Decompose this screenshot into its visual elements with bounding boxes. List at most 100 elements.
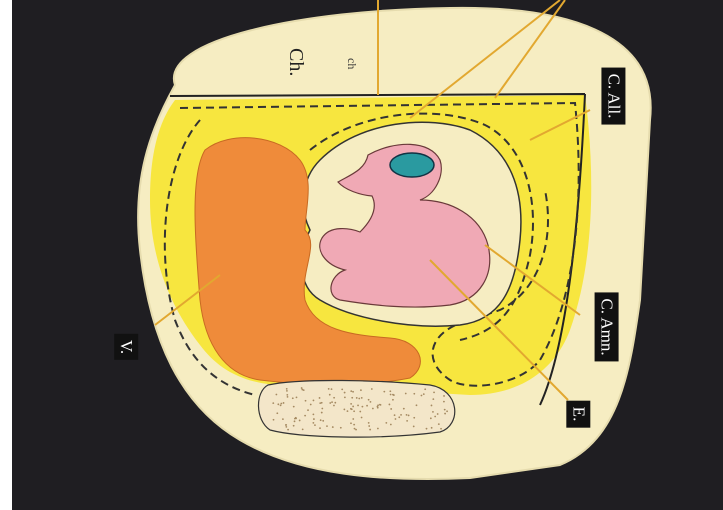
speckle-dot [332, 426, 334, 428]
label-chorion-small: ch [345, 58, 359, 69]
speckle-dot [371, 388, 373, 390]
speckle-dot [379, 404, 381, 406]
speckle-dot [357, 405, 359, 407]
speckle-dot [293, 406, 295, 408]
speckle-dot [408, 415, 410, 417]
speckle-dot [331, 388, 333, 390]
speckle-dot [333, 397, 335, 399]
speckle-dot [377, 428, 379, 430]
speckle-dot [368, 425, 370, 427]
speckle-dot [398, 416, 400, 418]
speckle-dot [352, 391, 354, 393]
speckle-dot [438, 423, 440, 425]
speckle-dot [314, 424, 316, 426]
speckle-dot [328, 388, 330, 390]
speckle-dot [294, 420, 296, 422]
speckle-dot [440, 428, 442, 430]
speckle-dot [432, 411, 434, 413]
left-margin [0, 0, 12, 510]
speckle-dot [292, 397, 294, 399]
speckle-dot [301, 387, 303, 389]
speckle-dot [312, 422, 314, 424]
speckle-dot [392, 399, 394, 401]
speckle-dot [286, 394, 288, 396]
speckle-dot [280, 403, 282, 405]
speckle-dot [434, 416, 436, 418]
speckle-dot [446, 410, 448, 412]
speckle-dot [331, 401, 333, 403]
speckle-dot [362, 406, 364, 408]
speckle-dot [352, 406, 354, 408]
speckle-dot [433, 392, 435, 394]
speckle-dot [426, 428, 428, 430]
speckle-dot [377, 407, 379, 409]
speckle-dot [358, 398, 360, 400]
speckle-dot [286, 390, 288, 392]
label-allantoic-cavity: C. All. [601, 68, 625, 125]
speckle-dot [286, 388, 288, 390]
speckle-dot [361, 417, 363, 419]
speckle-dot [344, 392, 346, 394]
speckle-dot [344, 396, 346, 398]
speckle-dot [390, 424, 392, 426]
speckle-dot [444, 413, 446, 415]
speckle-dot [351, 397, 353, 399]
label-amniotic-cavity-box: C. Amn. [595, 292, 619, 361]
speckle-dot [321, 408, 323, 410]
speckle-dot [310, 404, 312, 406]
speckle-dot [295, 417, 297, 419]
speckle-dot [352, 418, 354, 420]
speckle-dot [421, 395, 423, 397]
speckle-dot [372, 408, 374, 410]
speckle-dot [393, 394, 395, 396]
speckle-dot [359, 411, 361, 413]
speckle-dot [282, 418, 284, 420]
speckle-dot [285, 426, 287, 428]
speckle-dot [321, 412, 323, 414]
speckle-dot [361, 397, 363, 399]
speckle-dot [334, 402, 336, 404]
speckle-dot [287, 429, 289, 431]
speckle-dot [366, 405, 368, 407]
speckle-dot [355, 429, 357, 431]
speckle-dot [403, 408, 405, 410]
speckle-dot [444, 409, 446, 411]
speckle-dot [275, 394, 277, 396]
label-embryo-box: E. [566, 401, 590, 428]
speckle-dot [390, 408, 392, 410]
speckle-dot [413, 426, 415, 428]
speckle-dot [437, 413, 439, 415]
label-amniotic-cavity: C. Amn. [595, 292, 619, 361]
speckle-dot [394, 414, 396, 416]
speckle-dot [431, 427, 433, 429]
speckle-dot [385, 422, 387, 424]
label-embryo: E. [566, 401, 590, 428]
speckle-dot [322, 420, 324, 422]
speckle-dot [432, 398, 434, 400]
speckle-dot [368, 422, 370, 424]
embryo-eye [390, 153, 434, 177]
speckle-dot [443, 401, 445, 403]
speckle-dot [277, 403, 279, 405]
speckle-dot [287, 396, 289, 398]
speckle-dot [430, 417, 432, 419]
label-yolk-sac: V. [114, 334, 138, 360]
speckle-dot [416, 404, 418, 406]
speckle-dot [423, 393, 425, 395]
speckle-dot [302, 428, 304, 430]
speckle-dot [350, 408, 352, 410]
speckle-dot [369, 429, 371, 431]
speckle-dot [326, 425, 328, 427]
speckle-dot [368, 399, 370, 401]
speckle-dot [424, 388, 426, 390]
speckle-dot [343, 409, 345, 411]
speckle-dot [390, 394, 392, 396]
speckle-dot [360, 389, 362, 391]
label-chorion: Ch. [285, 48, 307, 76]
speckle-dot [395, 418, 397, 420]
speckle-dot [304, 415, 306, 417]
speckle-dot [340, 427, 342, 429]
speckle-dot [296, 397, 298, 399]
speckle-dot [350, 403, 352, 405]
speckle-dot [307, 409, 309, 411]
